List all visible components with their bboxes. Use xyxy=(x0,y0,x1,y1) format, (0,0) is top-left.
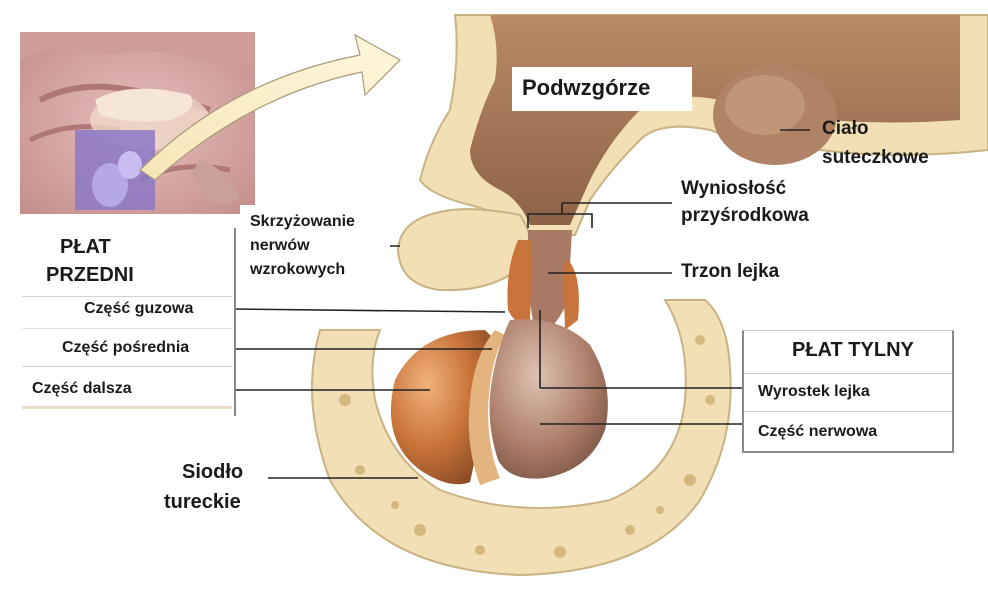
pars-intermedia xyxy=(468,330,505,485)
posterior-lobe-title: PŁAT TYLNY xyxy=(792,339,914,361)
anterior-lobe-panel: PŁAT PRZEDNI Część guzowa Część pośredni… xyxy=(22,228,236,416)
median-eminence-label-line1: Wyniosłość xyxy=(681,178,787,199)
median-eminence-box: Wyniosłość przyśrodkowa xyxy=(675,175,845,235)
brain-inset xyxy=(20,32,255,214)
sella-box: Siodło tureckie xyxy=(152,455,262,523)
pointer-arrow xyxy=(139,33,401,181)
median-eminence-label-line2: przyśrodkowa xyxy=(681,205,809,226)
pars-nervosa-label: Część nerwowa xyxy=(758,423,878,440)
sella-label-line1: Siodło xyxy=(182,461,244,483)
posterior-lobe-panel: PŁAT TYLNY Wyrostek lejka Część nerwowa xyxy=(742,330,954,453)
mammillary-label-line1: Ciało xyxy=(822,118,869,139)
sella-label-line2: tureckie xyxy=(164,491,241,513)
infundibular-stalk-box: Trzon lejka xyxy=(675,258,815,290)
optic-chiasm-label-line1: Skrzyżowanie xyxy=(250,213,355,230)
pars-distalis-label: Część dalsza xyxy=(32,380,132,397)
hypothalamus-label: Podwzgórze xyxy=(522,75,651,100)
optic-chiasm-label-line2: nerwów xyxy=(250,237,310,254)
pars-tuberalis-posterior xyxy=(563,260,579,330)
pars-distalis xyxy=(390,330,495,485)
pars-intermedia-label: Część pośrednia xyxy=(62,339,190,356)
infundibular-stalk-label: Trzon lejka xyxy=(681,261,780,282)
anterior-lobe-title-line2: PRZEDNI xyxy=(46,264,134,286)
pars-tuberalis-label: Część guzowa xyxy=(84,300,194,317)
infundibular-stalk xyxy=(528,230,572,330)
pars-tuberalis xyxy=(507,240,532,325)
mammillary-label-line2: suteczkowe xyxy=(822,147,929,168)
sella-turcica xyxy=(311,299,732,577)
mammillary-box: Ciało suteczkowe xyxy=(818,115,953,175)
optic-chiasm-label-line3: wzrokowych xyxy=(250,261,346,278)
anterior-lobe-title-line1: PŁAT xyxy=(60,236,111,258)
leader-lines xyxy=(231,129,810,479)
hypothalamus-box: Podwzgórze xyxy=(512,67,692,111)
optic-chiasm-box: Skrzyżowanie nerwów wzrokowych xyxy=(240,205,390,287)
pars-infundibularis-label: Wyrostek lejka xyxy=(758,383,870,400)
median-eminence-bracket xyxy=(527,213,593,228)
posterior-lobe xyxy=(489,319,608,479)
